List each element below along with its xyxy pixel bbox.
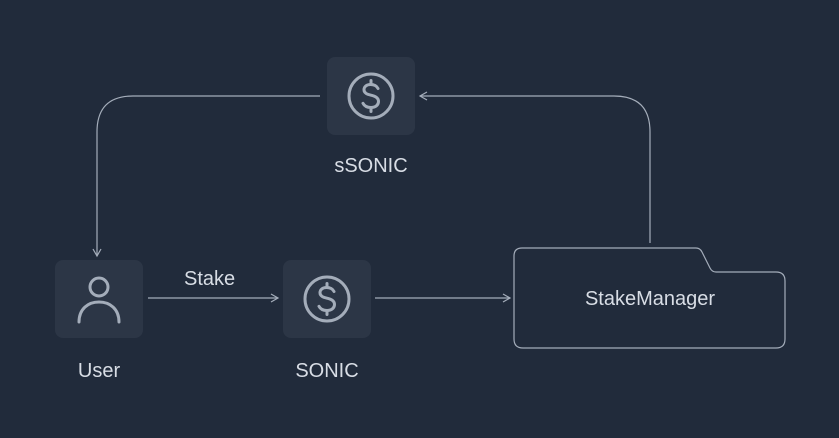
edge-ssonic-to-user <box>92 95 320 258</box>
ssonic-label: sSONIC <box>334 155 408 177</box>
stakemanager-folder-outline <box>513 247 786 349</box>
dollar-coin-icon <box>347 72 395 120</box>
sonic-node[interactable] <box>283 260 371 338</box>
stake-edge-label: Stake <box>184 268 236 290</box>
edge-stakemanager-to-ssonic <box>418 91 651 243</box>
user-icon <box>77 276 121 324</box>
sonic-label: SONIC <box>295 360 359 382</box>
user-node[interactable] <box>55 260 143 338</box>
stakemanager-label[interactable]: StakeManager <box>584 288 716 310</box>
user-label: User <box>77 360 121 382</box>
ssonic-node[interactable] <box>327 57 415 135</box>
dollar-coin-icon <box>303 275 351 323</box>
